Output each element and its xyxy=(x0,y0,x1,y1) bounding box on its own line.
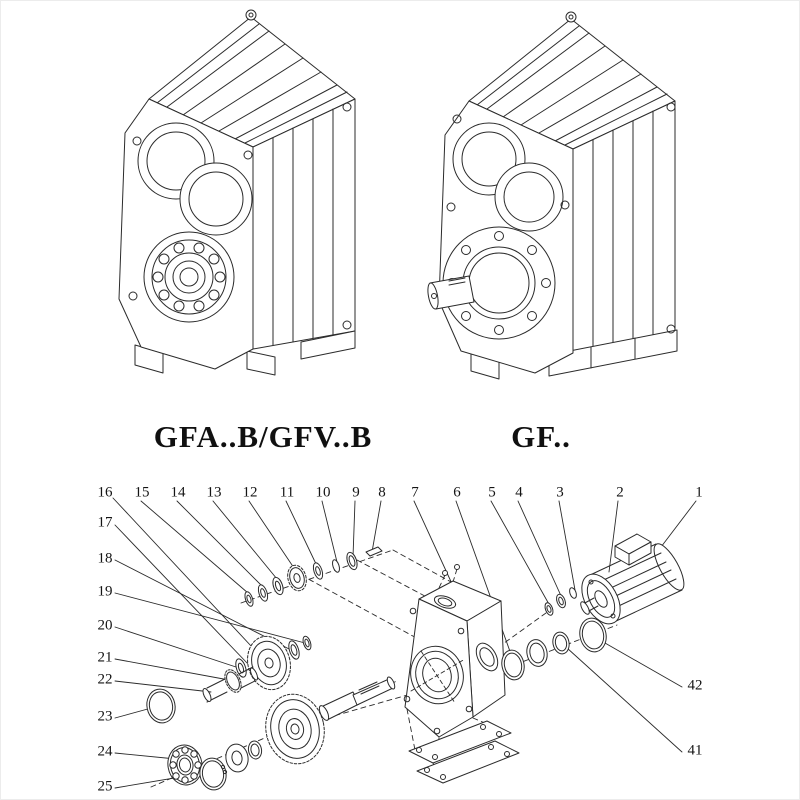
large-shim-ring xyxy=(146,688,176,724)
gf-side-ribs xyxy=(592,110,654,350)
gfab-base-rail xyxy=(300,330,356,360)
gf-filler-cap xyxy=(565,11,577,23)
callout-7: 7 xyxy=(411,484,419,501)
motor-flange xyxy=(581,573,621,625)
output-shaft xyxy=(318,676,396,721)
callout-6: 6 xyxy=(453,484,461,501)
callout-41: 41 xyxy=(687,742,703,759)
exploded-view xyxy=(112,497,697,791)
callout-10: 10 xyxy=(315,484,331,501)
callout-14: 14 xyxy=(170,484,186,501)
gfab-filler-cap xyxy=(245,9,257,21)
output-gear xyxy=(265,693,325,765)
output-shaft-parts xyxy=(167,676,396,791)
gf-bolt-holes xyxy=(446,102,676,334)
gf-base-rail xyxy=(548,329,678,377)
intermediate-gear xyxy=(247,635,291,691)
gf-upper-bores xyxy=(452,122,564,232)
motor-shaft-stub xyxy=(580,597,599,615)
gfab-roof-fins xyxy=(156,23,348,144)
callout-9: 9 xyxy=(352,484,360,501)
callout-1: 1 xyxy=(695,484,703,501)
callout-3: 3 xyxy=(556,484,564,501)
motor-drawing xyxy=(580,533,685,625)
input-shaft-parts xyxy=(244,546,383,607)
callout-13: 13 xyxy=(206,484,222,501)
callout-4: 4 xyxy=(515,484,523,501)
ball-bearing xyxy=(167,744,203,786)
callout-23: 23 xyxy=(97,708,113,725)
leader-lines xyxy=(112,497,697,789)
housing-drawing xyxy=(403,564,506,738)
callout-5: 5 xyxy=(488,484,496,501)
input-pinion-gear xyxy=(287,564,307,592)
gfab-foot-mid xyxy=(246,350,276,376)
callout-17: 17 xyxy=(97,514,113,531)
seal-rings xyxy=(501,587,607,681)
gearbox-gfab-drawing xyxy=(118,9,356,376)
callout-42: 42 xyxy=(687,677,703,694)
cover-plates xyxy=(408,720,520,784)
housing-bolt-a xyxy=(442,570,448,576)
model-label-left: GFA..B/GFV..B xyxy=(153,419,373,454)
callout-20: 20 xyxy=(97,617,113,634)
gearbox-gf-drawing xyxy=(427,11,678,380)
callout-22: 22 xyxy=(97,671,113,688)
intermediate-gear-parts xyxy=(146,635,312,724)
gf-output-shaft xyxy=(427,275,475,310)
gfab-upper-bores xyxy=(137,122,253,236)
callout-15: 15 xyxy=(134,484,150,501)
model-label-right: GF.. xyxy=(511,419,571,454)
construction-lines xyxy=(150,549,618,788)
callout-8: 8 xyxy=(378,484,386,501)
callout-24: 24 xyxy=(97,743,113,760)
pinion-shaft xyxy=(202,666,259,703)
housing-bolt-b xyxy=(454,564,460,570)
shaft-key xyxy=(365,546,383,557)
gfab-side-ribs xyxy=(272,108,334,346)
gfab-output-bearing xyxy=(143,231,235,323)
callout-21: 21 xyxy=(97,649,113,666)
callout-19: 19 xyxy=(97,583,113,600)
gfab-bolt-holes xyxy=(128,102,352,330)
callout-12: 12 xyxy=(242,484,258,501)
callout-2: 2 xyxy=(616,484,624,501)
callout-16: 16 xyxy=(97,484,113,501)
gf-roof-fins xyxy=(476,25,668,146)
callout-25: 25 xyxy=(97,778,113,795)
retaining-ring xyxy=(199,757,228,791)
callout-18: 18 xyxy=(97,550,113,567)
callout-11: 11 xyxy=(279,484,295,501)
